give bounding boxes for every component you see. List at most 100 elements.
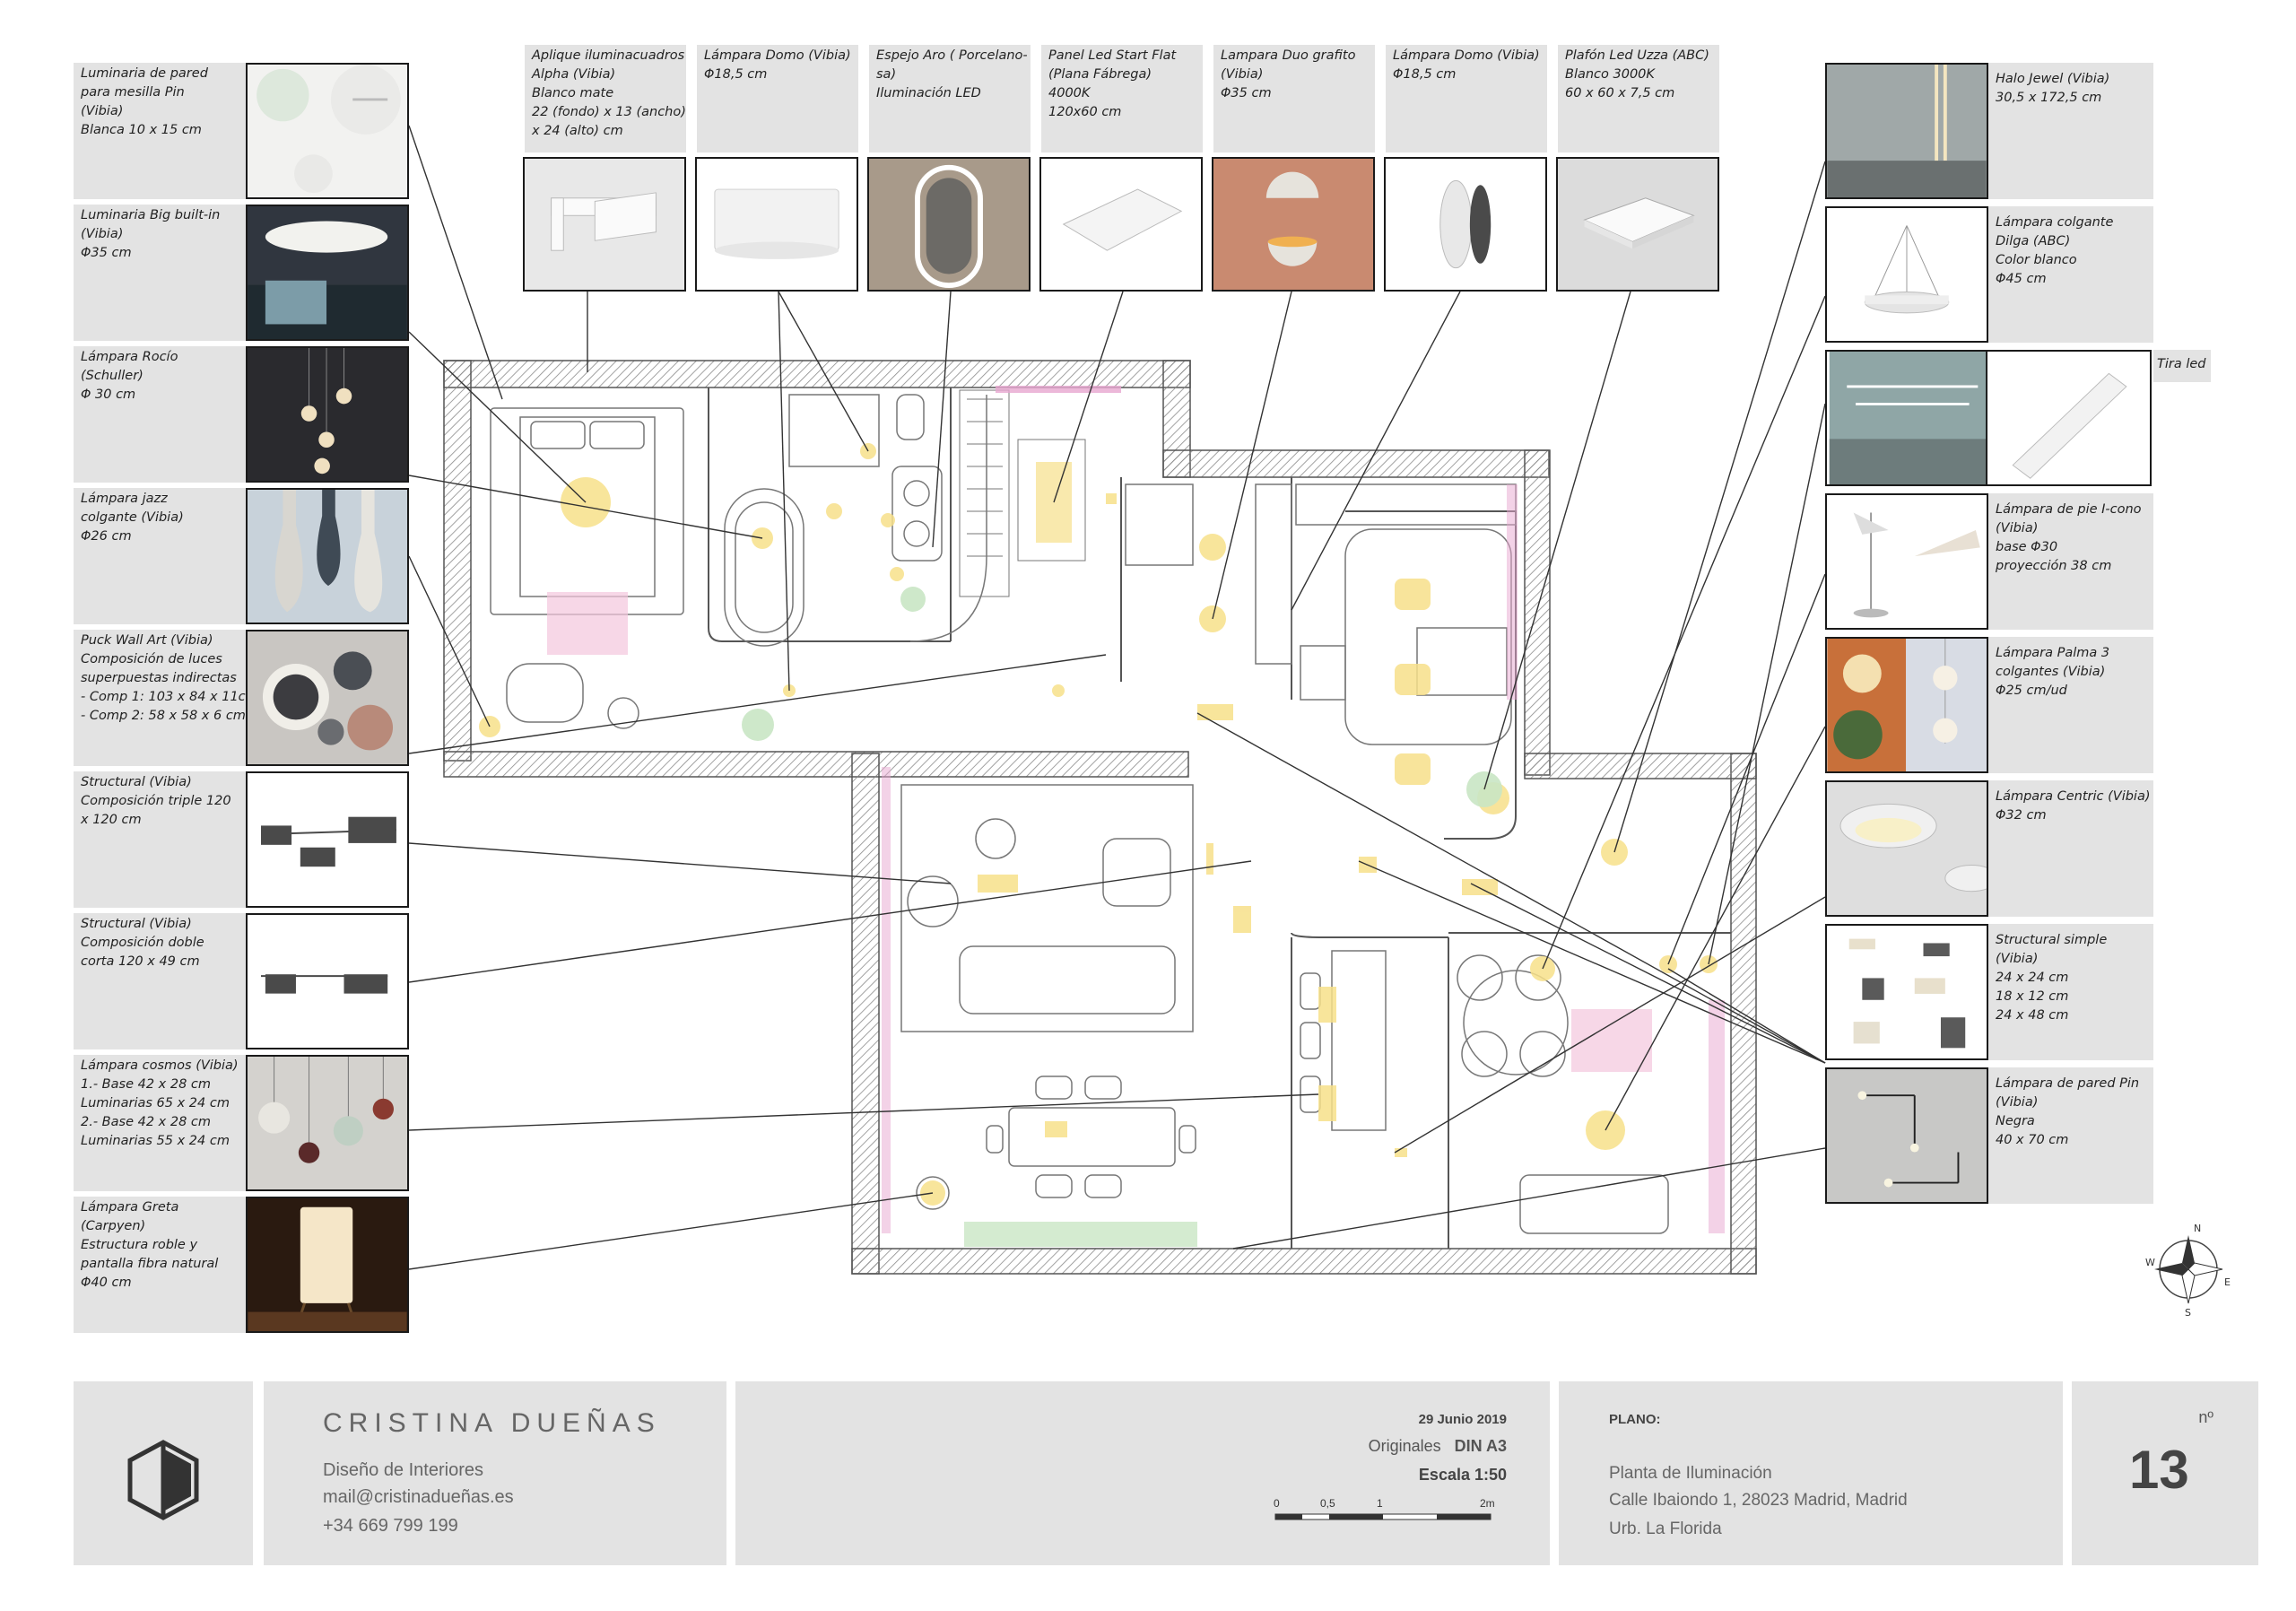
bedroom-furniture	[490, 407, 684, 729]
bathroom-fixtures	[724, 394, 987, 647]
scale-tick-05: 0,5	[1320, 1497, 1335, 1510]
title-scale-box: 29 Junio 2019 Originales DIN A3 Escala 1…	[735, 1381, 1550, 1565]
compass-n: N	[2194, 1223, 2201, 1234]
palma-pendant-icon	[1825, 637, 1988, 773]
card-label: Luminaria Big built-in (Vibia) Φ35 cm	[81, 208, 221, 260]
duo-lamp-icon	[1212, 157, 1375, 292]
card-label: Halo Jewel (Vibia) 30,5 x 172,5 cm	[1996, 72, 2110, 105]
halo-jewel-icon	[1825, 63, 1988, 199]
designer-name: CRISTINA DUEÑAS	[323, 1408, 661, 1438]
card-puck-wall-art: Puck Wall Art (Vibia) Composición de luc…	[74, 630, 409, 766]
structural-double-icon	[246, 913, 409, 1049]
card-espejo-aro: Espejo Aro ( Porcelano- sa) Iluminación …	[869, 45, 1031, 152]
title-number-box: nº 13	[2072, 1381, 2258, 1565]
pin-wall-black-icon	[1825, 1067, 1988, 1204]
led-strip-living	[882, 767, 891, 1233]
card-alpha-picture-light: Aplique iluminacuadros Alpha (Vibia) Bla…	[525, 45, 686, 152]
led-strip-icon	[1825, 350, 2152, 486]
puck-wall-art-icon	[246, 630, 409, 766]
structural-simple-icon	[1825, 924, 1988, 1060]
designer-email[interactable]: mail@cristinadueñas.es	[323, 1487, 514, 1507]
card-label: Lámpara jazz colgante (Vibia) Φ26 cm	[81, 492, 184, 544]
card-label: Tira led	[2157, 357, 2206, 371]
picture-light-icon	[523, 157, 686, 292]
card-label: Lámpara de pared Pin (Vibia) Negra 40 x …	[1996, 1076, 2140, 1147]
wardrobe	[959, 389, 1010, 597]
study-furniture	[1300, 950, 1669, 1234]
compass-s: S	[2185, 1307, 2191, 1319]
leader-lines	[408, 125, 1826, 1270]
card-label: Aplique iluminacuadros Alpha (Vibia) Bla…	[532, 48, 686, 138]
card-label: Lámpara Domo (Vibia) Φ18,5 cm	[704, 48, 851, 82]
originals-value: DIN A3	[1454, 1437, 1507, 1455]
card-cosmos: Lámpara cosmos (Vibia) 1.- Base 42 x 28 …	[74, 1055, 409, 1191]
pin-wall-lamp-icon	[246, 63, 409, 199]
card-i-cono: Lámpara de pie I-cono (Vibia) base Φ30 p…	[1825, 493, 2153, 630]
i-cono-floor-lamp-icon	[1825, 493, 1988, 630]
originals-label: Originales	[1368, 1437, 1441, 1455]
light-markers	[479, 443, 1718, 1206]
card-label: Lámpara de pie I-cono (Vibia) base Φ30 p…	[1996, 502, 2142, 573]
plan-scale: Escala 1:50	[1418, 1466, 1507, 1484]
rocio-pendant-icon	[246, 346, 409, 483]
card-halo-jewel: Halo Jewel (Vibia) 30,5 x 172,5 cm	[1825, 63, 2153, 199]
card-tira-led: Tira led	[2153, 350, 2211, 382]
card-label: Espejo Aro ( Porcelano- sa) Iluminación …	[876, 48, 1028, 100]
card-label: Lámpara Domo (Vibia) Φ18,5 cm	[1393, 48, 1540, 82]
card-label: Structural simple (Vibia) 24 x 24 cm 18 …	[1996, 933, 2108, 1023]
greta-floor-lamp-icon	[246, 1197, 409, 1333]
card-pin-black: Lámpara de pared Pin (Vibia) Negra 40 x …	[1825, 1067, 2153, 1204]
sheet-number: 13	[2129, 1440, 2189, 1500]
living-furniture	[900, 784, 1196, 1210]
scale-bar: 0 0,5 1 2m	[1274, 1497, 1495, 1520]
number-label: nº	[2198, 1408, 2213, 1426]
title-designer-box: CRISTINA DUEÑAS Diseño de Interiores mai…	[264, 1381, 726, 1565]
card-greta: Lámpara Greta (Carpyen) Estructura roble…	[74, 1197, 409, 1333]
led-strip-kitchen	[1507, 484, 1518, 700]
scale-tick-0: 0	[1274, 1497, 1280, 1510]
card-big-built-in: Luminaria Big built-in (Vibia) Φ35 cm	[74, 205, 409, 341]
built-in-luminaire-icon	[246, 205, 409, 341]
plan-date: 29 Junio 2019	[1418, 1412, 1507, 1427]
card-label: Luminaria de pared para mesilla Pin (Vib…	[81, 66, 208, 137]
plano-title: Planta de Iluminación	[1609, 1464, 1772, 1483]
cosmos-pendant-icon	[246, 1055, 409, 1191]
ceiling-plafon-icon	[1556, 157, 1719, 292]
dilga-pendant-icon	[1825, 206, 1988, 343]
card-panel-led: Panel Led Start Flat (Plana Fábrega) 400…	[1041, 45, 1203, 152]
card-label: Lámpara Rocío (Schuller) Φ 30 cm	[81, 350, 178, 402]
card-label: Panel Led Start Flat (Plana Fábrega) 400…	[1048, 48, 1177, 119]
scale-tick-2: 2m	[1480, 1497, 1495, 1510]
title-logo-box	[74, 1381, 253, 1565]
originals-row: Originales DIN A3	[1369, 1437, 1507, 1456]
compass-e: E	[2224, 1276, 2231, 1288]
plano-label: PLANO:	[1609, 1412, 1661, 1427]
jazz-pendant-icon	[246, 488, 409, 624]
card-label: Lámpara Greta (Carpyen) Estructura roble…	[81, 1200, 219, 1290]
card-rocio: Lámpara Rocío (Schuller) Φ 30 cm	[74, 346, 409, 483]
card-jazz: Lámpara jazz colgante (Vibia) Φ26 cm	[74, 488, 409, 624]
led-panel-icon	[1039, 157, 1203, 292]
designer-phone[interactable]: +34 669 799 199	[323, 1516, 458, 1536]
domo-wall-icon	[1384, 157, 1547, 292]
domo-ceiling-icon	[695, 157, 858, 292]
card-structural-double: Structural (Vibia) Composición doble cor…	[74, 913, 409, 1049]
card-plafon-uzza: Plafón Led Uzza (ABC) Blanco 3000K 60 x …	[1558, 45, 1719, 152]
bedroom-rug	[547, 592, 628, 655]
card-centric: Lámpara Centric (Vibia) Φ32 cm	[1825, 780, 2153, 917]
card-label: Lámpara Centric (Vibia) Φ32 cm	[1996, 789, 2151, 823]
planter-living	[964, 1222, 1197, 1247]
card-label: Puck Wall Art (Vibia) Composición de luc…	[81, 633, 258, 723]
card-structural-simple: Structural simple (Vibia) 24 x 24 cm 18 …	[1825, 924, 2153, 1060]
scale-tick-1: 1	[1377, 1497, 1383, 1510]
led-strip-wardrobe	[996, 386, 1121, 393]
card-domo-wall: Lámpara Domo (Vibia) Φ18,5 cm	[1386, 45, 1547, 152]
title-plan-box: PLANO: Planta de Iluminación Calle Ibaio…	[1559, 1381, 2063, 1565]
card-dilga: Lámpara colgante Dilga (ABC) Color blanc…	[1825, 206, 2153, 343]
compass-rose-icon: N S E W	[2145, 1223, 2231, 1319]
centric-ceiling-icon	[1825, 780, 1988, 917]
card-palma: Lámpara Palma 3 colgantes (Vibia) Φ25 cm…	[1825, 637, 2153, 773]
led-mirror-icon	[867, 157, 1031, 292]
card-label: Structural (Vibia) Composición doble cor…	[81, 917, 204, 969]
